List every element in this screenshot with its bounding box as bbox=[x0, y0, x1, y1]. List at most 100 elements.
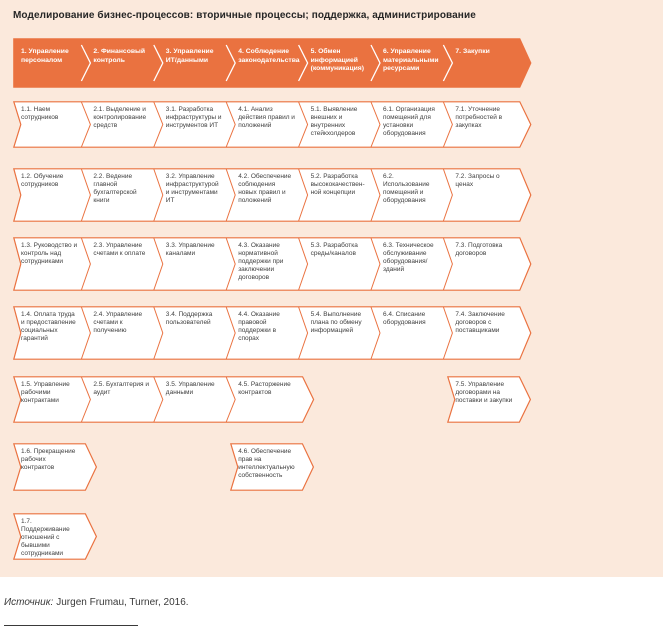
chevron-separator bbox=[225, 101, 236, 148]
chevron-separator bbox=[442, 168, 453, 222]
process-arrow-shape bbox=[13, 306, 532, 360]
process-arrow-shape bbox=[13, 101, 532, 148]
process-strip-row-7: 1.7. Поддерживание отношений с бывшими с… bbox=[13, 513, 98, 560]
header-cell: 5. Обмен информацией (коммуникация) bbox=[310, 48, 365, 72]
process-cell: 2.4. Управление счетами к получению bbox=[93, 311, 143, 334]
process-arrow-shape bbox=[13, 443, 98, 491]
process-cell: 6.3. Техническое обслуживание оборудован… bbox=[383, 242, 434, 273]
chevron-separator bbox=[298, 237, 309, 291]
process-arrow-shape bbox=[447, 376, 532, 423]
chevron-separator bbox=[225, 376, 236, 423]
chevron-separator bbox=[298, 306, 309, 360]
chevron-separator bbox=[370, 306, 381, 360]
process-cell: 1.2. Обучение сотрудников bbox=[21, 173, 64, 188]
chevron-separator bbox=[442, 101, 453, 148]
chevron-separator bbox=[153, 168, 164, 222]
process-cell: 4.3. Оказание нормативной поддержки при … bbox=[238, 242, 284, 281]
chevron-separator bbox=[80, 376, 91, 423]
diagram-title: Моделирование бизнес-процессов: вторичны… bbox=[13, 10, 476, 21]
process-cell: 7.3. Подготовка договоров bbox=[455, 242, 503, 257]
chevron-separator bbox=[298, 44, 309, 82]
header-cell: 2. Финансовый контроль bbox=[93, 48, 146, 64]
chevron-separator bbox=[442, 306, 453, 360]
footnote-rule bbox=[4, 625, 138, 626]
process-arrow-shape bbox=[230, 443, 315, 491]
source-prefix: Источник: bbox=[4, 597, 54, 608]
process-arrow-shape bbox=[13, 168, 532, 222]
process-cell: 4.2. Обеспечение соблюдения новых правил… bbox=[238, 173, 292, 204]
process-cell: 2.1. Выделение и контролирование средств bbox=[93, 106, 147, 129]
header-arrow-shape bbox=[13, 38, 532, 88]
chevron-separator bbox=[153, 306, 164, 360]
process-strip-row-1: 1.1. Наем сотрудников 2.1. Выделение и ко… bbox=[13, 101, 533, 148]
process-cell: 3.4. Поддержка пользователей bbox=[165, 311, 213, 326]
chevron-separator bbox=[80, 101, 91, 148]
process-strip-row-3: 1.3. Руководство и контроль над сотрудни… bbox=[13, 237, 533, 291]
chevron-separator bbox=[80, 237, 91, 291]
process-cell: 1.4. Оплата труда и предоставление социа… bbox=[21, 311, 76, 342]
process-strip-row-6: 1.6. Прекращение рабочих контрактов bbox=[13, 443, 98, 491]
process-cell: 1.1. Наем сотрудников bbox=[21, 106, 59, 121]
chevron-separator bbox=[153, 101, 164, 148]
process-cell: 5.1. Выявление внешних и внутренних стей… bbox=[310, 106, 358, 137]
process-cell: 3.1. Разработка инфраструктуры и инструм… bbox=[165, 106, 222, 129]
header-cell: 1. Управление персоналом bbox=[21, 48, 69, 64]
process-arrow-shape bbox=[13, 376, 315, 423]
process-cell: 7.5. Управление договорами на поставки и… bbox=[455, 381, 513, 404]
process-cell: 7.1. Уточнение потребностей в закупках bbox=[455, 106, 503, 129]
chevron-separator bbox=[370, 101, 381, 148]
process-cell: 1.5. Управление рабочими контрактами bbox=[21, 381, 70, 404]
header-cell: 7. Закупки bbox=[455, 48, 490, 55]
chevron-separator bbox=[80, 306, 91, 360]
chevron-separator bbox=[153, 376, 164, 423]
process-strip-row-4: 1.4. Оплата труда и предоставление социа… bbox=[13, 306, 533, 360]
process-strip-row-5: 7.5. Управление договорами на поставки и… bbox=[447, 376, 532, 423]
process-cell: 4.4. Оказание правовой поддержки в спора… bbox=[238, 311, 280, 342]
chevron-separator bbox=[370, 168, 381, 222]
chevron-separator bbox=[225, 168, 236, 222]
chevron-separator bbox=[80, 168, 91, 222]
process-arrow-shape bbox=[13, 513, 98, 560]
process-strip-row-2: 1.2. Обучение сотрудников 2.2. Ведение гл… bbox=[13, 168, 533, 222]
process-cell: 5.4. Выполнение плана по обмену информац… bbox=[310, 311, 362, 334]
chevron-separator bbox=[370, 237, 381, 291]
process-arrow-shape bbox=[13, 237, 532, 291]
process-cell: 6.2. Использование помещений и оборудова… bbox=[383, 173, 430, 204]
source-line: Источник:Jurgen Frumau, Turner, 2016. bbox=[4, 597, 189, 608]
chevron-separator bbox=[225, 306, 236, 360]
process-cell: 2.3. Управление счетами к оплате bbox=[93, 242, 146, 257]
process-cell: 3.2. Управление инфраструктурой и инстру… bbox=[165, 173, 219, 204]
process-cell: 4.5. Расторжение контрактов bbox=[238, 381, 291, 396]
chevron-separator bbox=[370, 44, 381, 82]
header-cell: 6. Управление материальными ресурсами bbox=[383, 48, 439, 72]
process-cell: 1.6. Прекращение рабочих контрактов bbox=[21, 448, 76, 471]
process-cell: 3.3. Управление каналами bbox=[165, 242, 215, 257]
process-cell: 1.3. Руководство и контроль над сотрудни… bbox=[21, 242, 78, 265]
chevron-separator bbox=[442, 44, 454, 82]
chevron-separator bbox=[225, 44, 236, 82]
process-cell: 6.1. Организация помещений для установки… bbox=[383, 106, 435, 137]
process-cell: 2.5. Бухгалтерия и аудит bbox=[93, 381, 150, 396]
chevron-separator bbox=[153, 237, 164, 291]
chevron-separator bbox=[80, 44, 92, 82]
process-strip-row-6: 4.6. Обеспечение прав на интеллектуальну… bbox=[230, 443, 315, 491]
header-cell: 3. Управление ИТ/данными bbox=[165, 48, 214, 64]
chevron-separator bbox=[225, 237, 236, 291]
chevron-separator bbox=[298, 168, 309, 222]
process-cell: 2.2. Ведение главной бухгалтерской книги bbox=[93, 173, 137, 204]
process-cell: 6.4. Списание оборудования bbox=[383, 311, 426, 326]
process-cell: 5.3. Разработка среды/каналов bbox=[310, 242, 358, 257]
process-cell: 3.5. Управление данными bbox=[165, 381, 215, 396]
process-cell: 5.2. Разработка высококачествен-ной конц… bbox=[310, 173, 365, 196]
process-strip-row-5: 1.5. Управление рабочими контрактами 2.5.… bbox=[13, 376, 316, 423]
process-cell: 1.7. Поддерживание отношений с бывшими с… bbox=[21, 518, 70, 557]
header-band: 1. Управление персоналом 2. Финансовый ко… bbox=[13, 38, 533, 88]
header-cell: 4. Соблюдение законодательства bbox=[238, 48, 300, 64]
source-text: Jurgen Frumau, Turner, 2016. bbox=[56, 597, 189, 608]
process-cell: 4.6. Обеспечение прав на интеллектуальну… bbox=[238, 448, 295, 479]
chevron-separator bbox=[153, 44, 164, 82]
process-cell: 7.4. Заключение договоров с поставщиками bbox=[455, 311, 505, 334]
process-cell: 7.2. Запросы о ценах bbox=[455, 173, 500, 188]
chevron-separator bbox=[442, 237, 453, 291]
process-cell: 4.1. Анализ действия правил и положений bbox=[238, 106, 295, 129]
